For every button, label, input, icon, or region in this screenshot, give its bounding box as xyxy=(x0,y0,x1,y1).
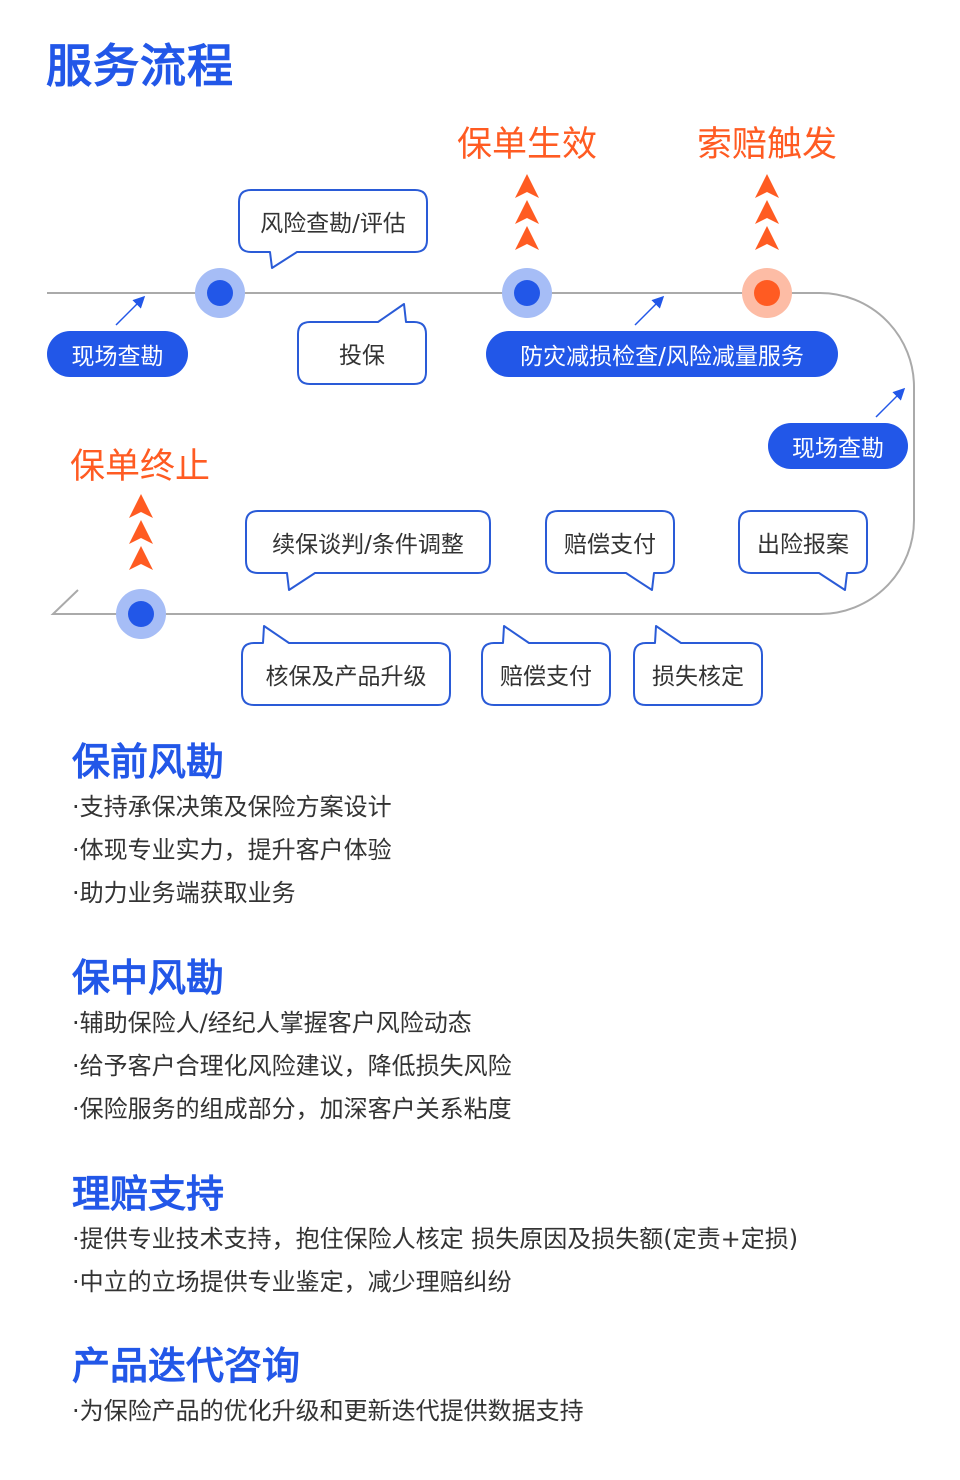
chevron-up-icon xyxy=(129,494,153,570)
bubble-payout-top: 赔偿支付 xyxy=(564,532,656,558)
bubble-shape xyxy=(241,625,451,706)
node-dot xyxy=(502,268,552,318)
bubble-underwriting: 核保及产品升级 xyxy=(265,664,427,690)
list-item: ·给予客户合理化风险建议，降低损失风险 xyxy=(72,1052,512,1080)
section-product-iteration: 产品迭代咨询 ·为保险产品的优化升级和更新迭代提供数据支持 xyxy=(72,1342,584,1433)
bubble-shape xyxy=(481,625,611,706)
bubble-insure: 投保 xyxy=(339,343,385,369)
bubble-report: 出险报案 xyxy=(757,532,849,558)
bubble-shape xyxy=(738,510,868,591)
arrow-icon xyxy=(115,295,146,326)
bubble-renewal: 续保谈判/条件调整 xyxy=(272,532,464,558)
page-title: 服务流程 xyxy=(46,39,234,93)
list-item: ·提供专业技术支持，抱住保险人核定 损失原因及损失额(定责+定损) xyxy=(72,1225,799,1253)
section-pre-underwriting: 保前风勘 ·支持承保决策及保险方案设计 ·体现专业实力，提升客户体验 ·助力业务… xyxy=(72,738,392,915)
bubble-payout-bottom: 赔偿支付 xyxy=(500,664,592,690)
list-item: ·辅助保险人/经纪人掌握客户风险动态 xyxy=(72,1009,472,1037)
bubble-shape xyxy=(633,625,763,706)
list-item: ·保险服务的组成部分，加深客户关系粘度 xyxy=(72,1095,512,1123)
pill-site-survey-2: 现场查勘 xyxy=(768,423,908,469)
bubble-shape xyxy=(297,303,427,385)
node-dot-claim xyxy=(742,268,792,318)
section-heading: 保中风勘 xyxy=(72,956,225,1000)
list-item: ·中立的立场提供专业鉴定，减少理赔纠纷 xyxy=(72,1268,512,1296)
bubble-risk-survey: 风险查勘/评估 xyxy=(260,211,406,237)
pill-site-survey: 现场查勘 xyxy=(47,331,188,377)
chevron-up-icon xyxy=(515,174,539,250)
node-dot xyxy=(195,268,245,318)
chevron-up-icon xyxy=(755,174,779,250)
milestone-policy-termination: 保单终止 xyxy=(69,447,211,487)
process-diagram xyxy=(47,174,915,706)
pill-loss-prevention: 防灾减损检查/风险减量服务 xyxy=(486,331,838,377)
section-claims-support: 理赔支持 ·提供专业技术支持，抱住保险人核定 损失原因及损失额(定责+定损) ·… xyxy=(72,1170,798,1304)
list-item: ·助力业务端获取业务 xyxy=(72,879,296,907)
arrow-icon xyxy=(634,295,665,326)
section-heading: 理赔支持 xyxy=(72,1172,225,1216)
bubble-loss-assessment: 损失核定 xyxy=(652,664,744,690)
milestone-claim-trigger: 索赔触发 xyxy=(696,125,838,165)
bubble-shape xyxy=(238,189,428,269)
list-item: ·为保险产品的优化升级和更新迭代提供数据支持 xyxy=(72,1397,584,1425)
milestone-policy-effective: 保单生效 xyxy=(456,125,598,165)
bubble-shape xyxy=(545,510,675,591)
bubble-shape xyxy=(245,510,491,591)
section-heading: 保前风勘 xyxy=(72,740,225,784)
node-dot xyxy=(116,589,166,639)
arrow-icon xyxy=(875,387,906,418)
section-mid-term: 保中风勘 ·辅助保险人/经纪人掌握客户风险动态 ·给予客户合理化风险建议，降低损… xyxy=(72,954,512,1131)
section-heading: 产品迭代咨询 xyxy=(72,1344,301,1388)
flow-line xyxy=(47,292,915,615)
list-item: ·支持承保决策及保险方案设计 xyxy=(72,793,392,821)
list-item: ·体现专业实力，提升客户体验 xyxy=(72,836,392,864)
